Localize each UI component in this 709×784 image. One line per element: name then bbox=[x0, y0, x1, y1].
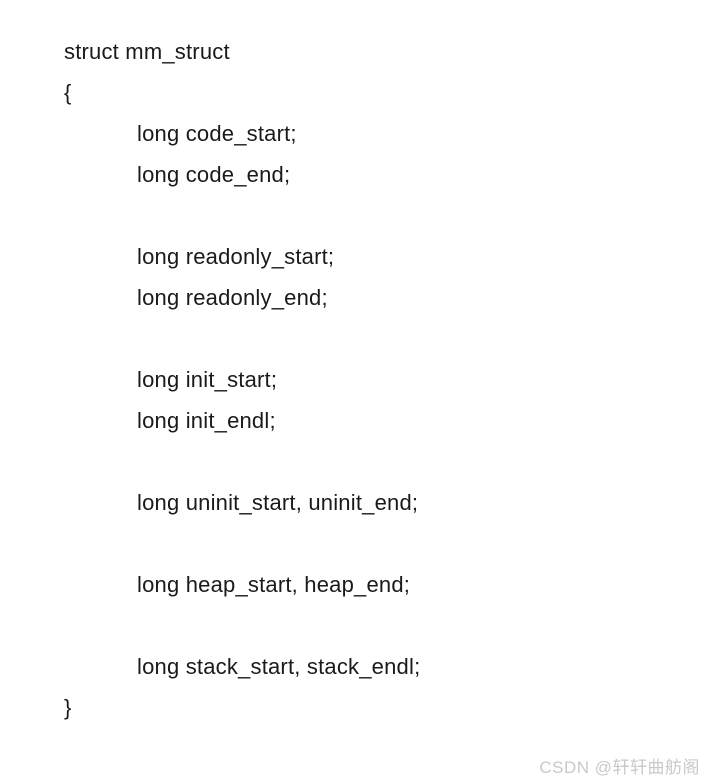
code-line: long code_start; bbox=[137, 121, 297, 146]
code-line: long readonly_start; bbox=[137, 244, 335, 269]
code-line bbox=[64, 441, 709, 482]
code-line: long readonly_end; bbox=[137, 285, 328, 310]
code-line: long heap_start, heap_end; bbox=[137, 572, 411, 597]
code-line bbox=[64, 523, 709, 564]
code-line bbox=[64, 195, 709, 236]
code-line: long uninit_start, uninit_end; bbox=[137, 490, 419, 515]
code-line: long init_endl; bbox=[137, 408, 276, 433]
code-block: struct mm_struct { long code_start;long co… bbox=[64, 31, 709, 728]
code-line: long code_end; bbox=[137, 162, 291, 187]
code-line: long init_start; bbox=[137, 367, 278, 392]
code-line: long stack_start, stack_endl; bbox=[137, 654, 421, 679]
code-line bbox=[64, 318, 709, 359]
code-line bbox=[64, 605, 709, 646]
csdn-watermark: CSDN @轩轩曲舫阁 bbox=[539, 758, 700, 777]
code-line: { bbox=[64, 80, 72, 105]
code-line: struct mm_struct bbox=[64, 39, 230, 64]
code-line: } bbox=[64, 695, 72, 720]
